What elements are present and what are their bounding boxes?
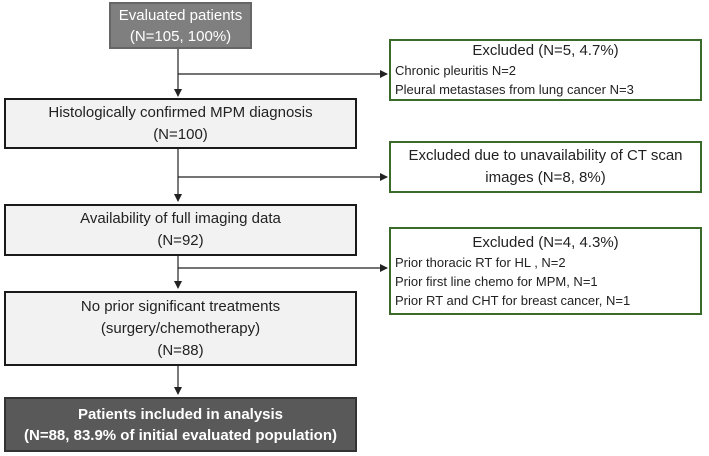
exclusion-first-item: Chronic pleuritis N=2 [395, 63, 517, 78]
evaluated-patients-label: Evaluated patients [118, 6, 243, 24]
exclusion-third-item: Prior thoracic RT for HL , N=2 [395, 254, 566, 270]
included-in-analysis-count: (N=88, 83.9% of initial evaluated popula… [24, 426, 337, 444]
exclusion-box-third: Excluded (N=4, 4.3%) Prior thoracic RT f… [389, 227, 702, 315]
exclusion-box-second: Excluded due to unavailability of CT sca… [389, 141, 702, 193]
included-in-analysis-box: Patients included in analysis (N=88, 83.… [4, 397, 357, 452]
no-prior-treatment-count: (N=88) [157, 341, 204, 359]
no-prior-treatment-box: No prior significant treatments (surgery… [4, 291, 357, 366]
histology-confirmed-label: Histologically confirmed MPM diagnosis [48, 103, 313, 121]
exclusion-third-item: Prior first line chemo for MPM, N=1 [395, 273, 598, 289]
imaging-availability-count: (N=92) [157, 232, 204, 249]
imaging-availability-label: Availability of full imaging data [80, 210, 281, 227]
exclusion-box-first: Excluded (N=5, 4.7%) Chronic pleuritis N… [389, 39, 702, 101]
evaluated-patients-count: (N=105, 100%) [129, 27, 232, 45]
exclusion-first-title: Excluded (N=5, 4.7%) [472, 42, 619, 59]
no-prior-treatment-label: No prior significant treatments [80, 297, 281, 315]
no-prior-treatment-detail: (surgery/chemotherapy) [100, 319, 261, 337]
imaging-availability-box: Availability of full imaging data (N=92) [4, 204, 357, 256]
included-in-analysis-label: Patients included in analysis [77, 405, 284, 423]
exclusion-third-item: Prior RT and CHT for breast cancer, N=1 [395, 292, 631, 308]
histology-confirmed-count: (N=100) [153, 125, 208, 143]
exclusion-first-item: Pleural metastases from lung cancer N=3 [395, 82, 634, 97]
evaluated-patients-box: Evaluated patients (N=105, 100%) [109, 2, 252, 49]
exclusion-third-title: Excluded (N=4, 4.3%) [472, 233, 619, 251]
exclusion-second-line2: images (N=8, 8%) [485, 169, 606, 186]
histology-confirmed-box: Histologically confirmed MPM diagnosis (… [4, 98, 357, 149]
exclusion-second-line1: Excluded due to unavailability of CT sca… [408, 147, 683, 164]
